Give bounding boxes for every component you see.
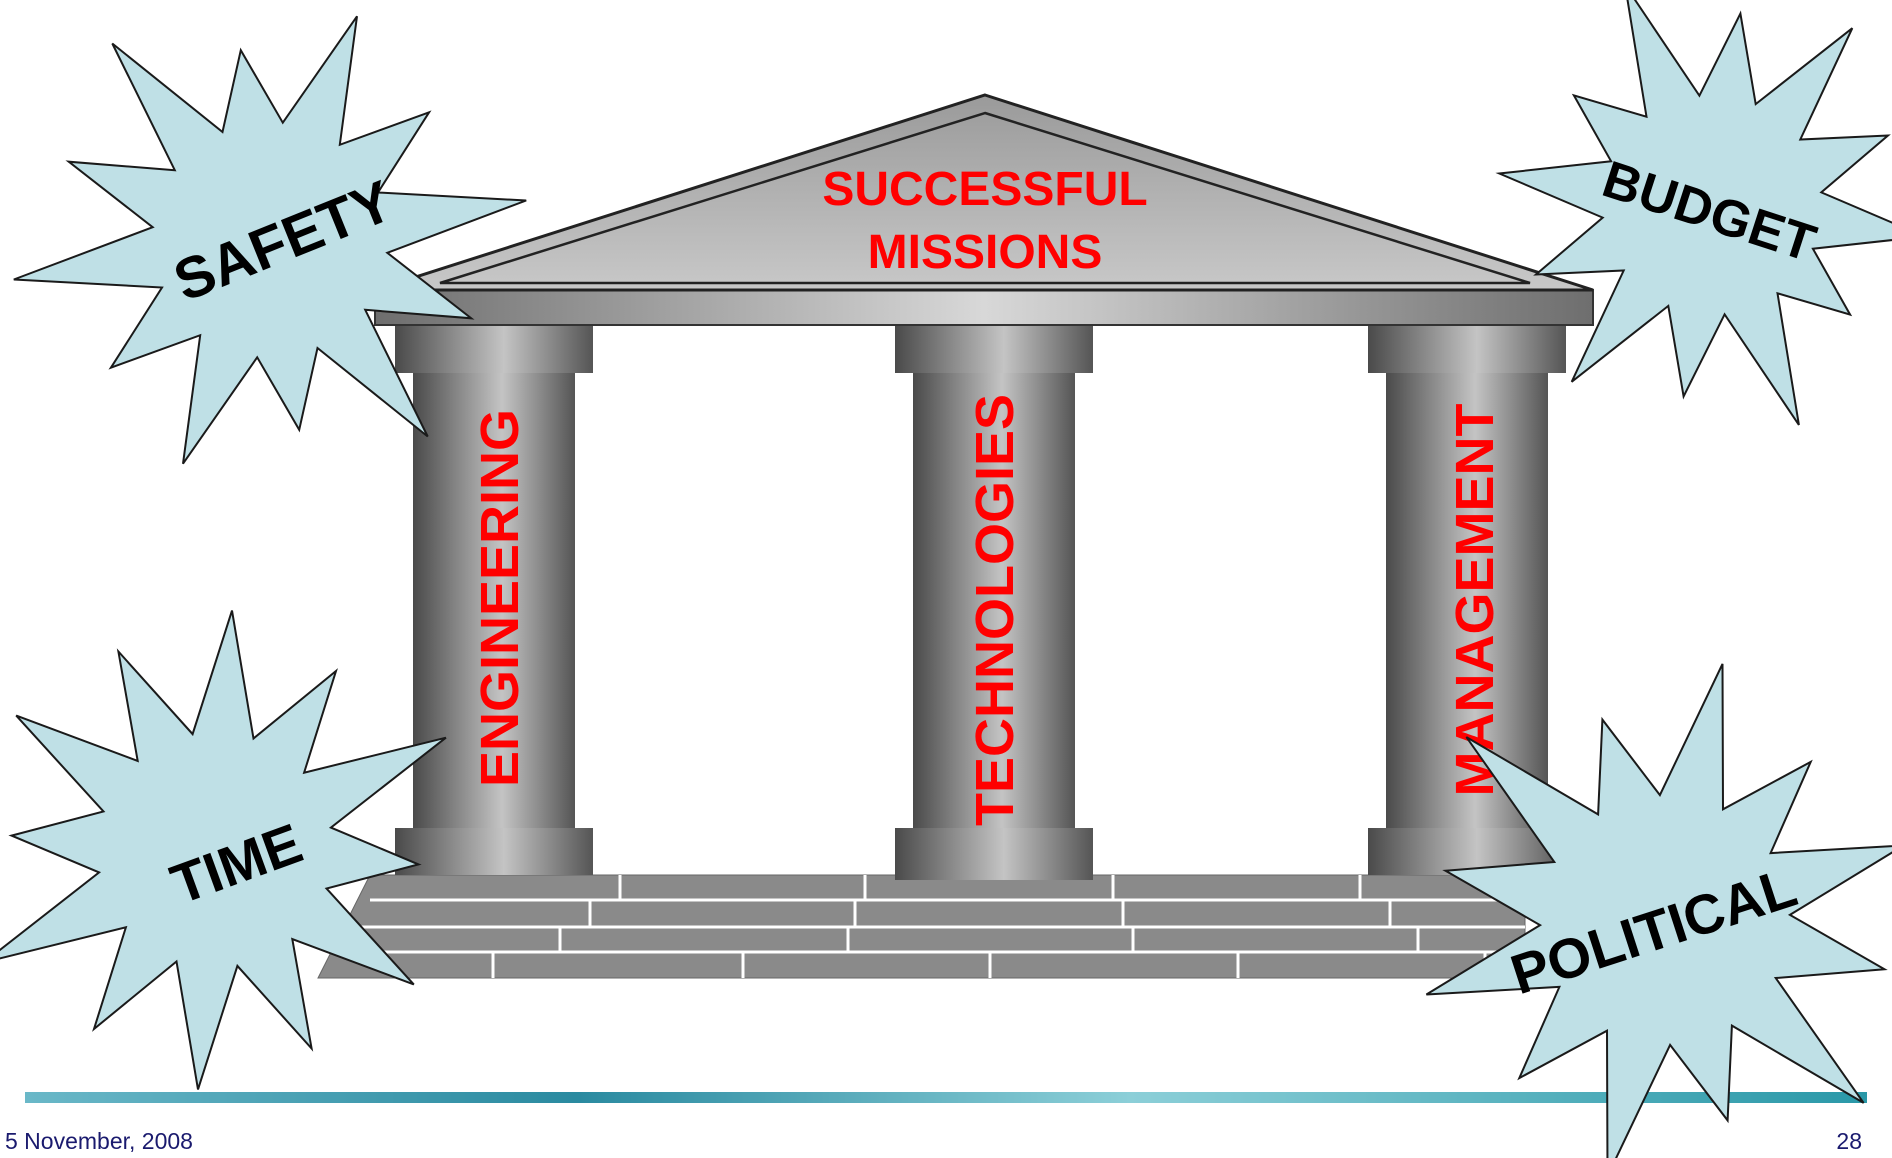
column-management xyxy=(1368,325,1566,875)
footer-divider xyxy=(25,1092,1867,1103)
pillar-label-engineering: ENGINEERING xyxy=(470,409,530,787)
burst-time: TIME xyxy=(0,610,447,1090)
burst-political: POLITICAL xyxy=(1425,663,1892,1158)
footer-date: 5 November, 2008 xyxy=(5,1128,193,1154)
roof-title-line2: MISSIONS xyxy=(868,226,1103,279)
roof-title-line1: SUCCESSFUL xyxy=(822,163,1147,216)
temple-base xyxy=(317,874,1526,979)
column-technologies xyxy=(895,325,1093,880)
burst-safety: SAFETY xyxy=(13,15,527,465)
pillar-label-management: MANAGEMENT xyxy=(1445,404,1505,797)
footer-page-number: 28 xyxy=(1836,1128,1862,1154)
column-engineering xyxy=(395,325,593,875)
temple-roof xyxy=(374,93,1594,326)
pillar-label-technologies: TECHNOLOGIES xyxy=(965,394,1025,826)
burst-budget: BUDGET xyxy=(1495,0,1892,426)
